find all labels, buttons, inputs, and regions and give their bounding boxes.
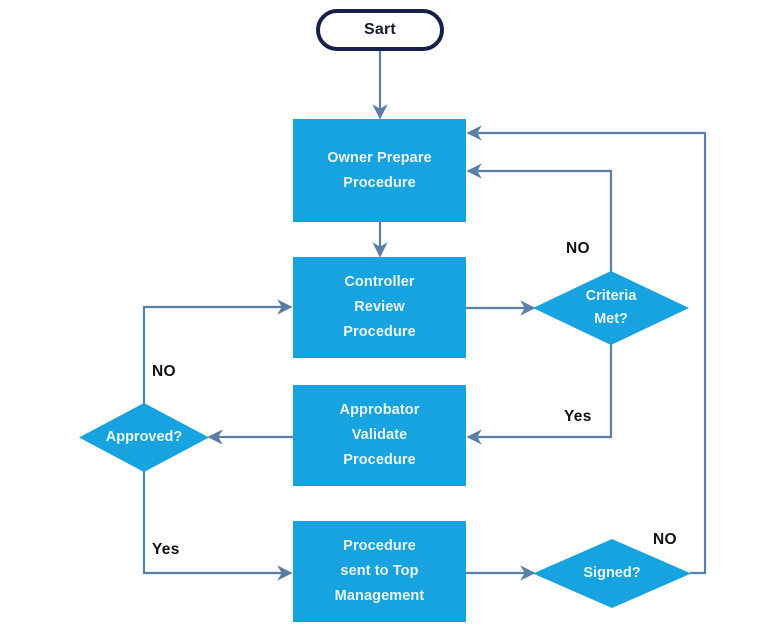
criteria-met-diamond-shape <box>533 271 689 345</box>
node-procedure-sent-line2: sent to Top <box>340 563 419 580</box>
edge-approved-yes-to-procedure-sent <box>142 471 293 581</box>
approved-diamond-shape <box>79 403 209 472</box>
edge-criteria-yes-to-approbator-validate <box>466 344 613 445</box>
node-start[interactable]: Sart <box>316 9 444 51</box>
node-procedure-sent[interactable]: Procedure sent to Top Management <box>293 521 466 622</box>
node-signed[interactable]: Signed? <box>533 539 691 608</box>
node-controller-review-line3: Procedure <box>343 323 416 340</box>
node-criteria-met[interactable]: Criteria Met? <box>533 271 689 345</box>
edge-label-approved-no: NO <box>152 363 176 380</box>
node-controller-review[interactable]: Controller Review Procedure <box>293 257 466 358</box>
edge-signed-no-to-owner-prepare <box>466 125 707 575</box>
node-owner-prepare-line2: Procedure <box>343 174 416 191</box>
node-procedure-sent-line3: Management <box>334 587 425 604</box>
node-controller-review-line2: Review <box>354 299 405 316</box>
node-approbator-validate-line3: Procedure <box>343 451 416 468</box>
node-owner-prepare-line1: Owner Prepare <box>327 149 432 166</box>
edge-label-signed-no: NO <box>653 531 677 548</box>
edge-criteria-no-to-owner-prepare <box>466 163 613 272</box>
signed-diamond-shape <box>533 539 691 608</box>
node-approbator-validate-line1: Approbator <box>339 402 420 419</box>
node-approved[interactable]: Approved? <box>79 403 209 472</box>
node-approbator-validate[interactable]: Approbator Validate Procedure <box>293 385 466 486</box>
edge-label-criteria-no: NO <box>566 240 590 257</box>
node-owner-prepare[interactable]: Owner Prepare Procedure <box>293 119 466 222</box>
edge-label-approved-yes: Yes <box>152 541 180 558</box>
node-approbator-validate-line2: Validate <box>351 427 408 444</box>
node-start-label: Sart <box>364 21 396 38</box>
edge-label-criteria-yes: Yes <box>564 408 592 425</box>
node-procedure-sent-line1: Procedure <box>343 538 416 555</box>
edge-approved-no-to-controller-review <box>142 299 293 404</box>
node-controller-review-line1: Controller <box>344 274 415 291</box>
